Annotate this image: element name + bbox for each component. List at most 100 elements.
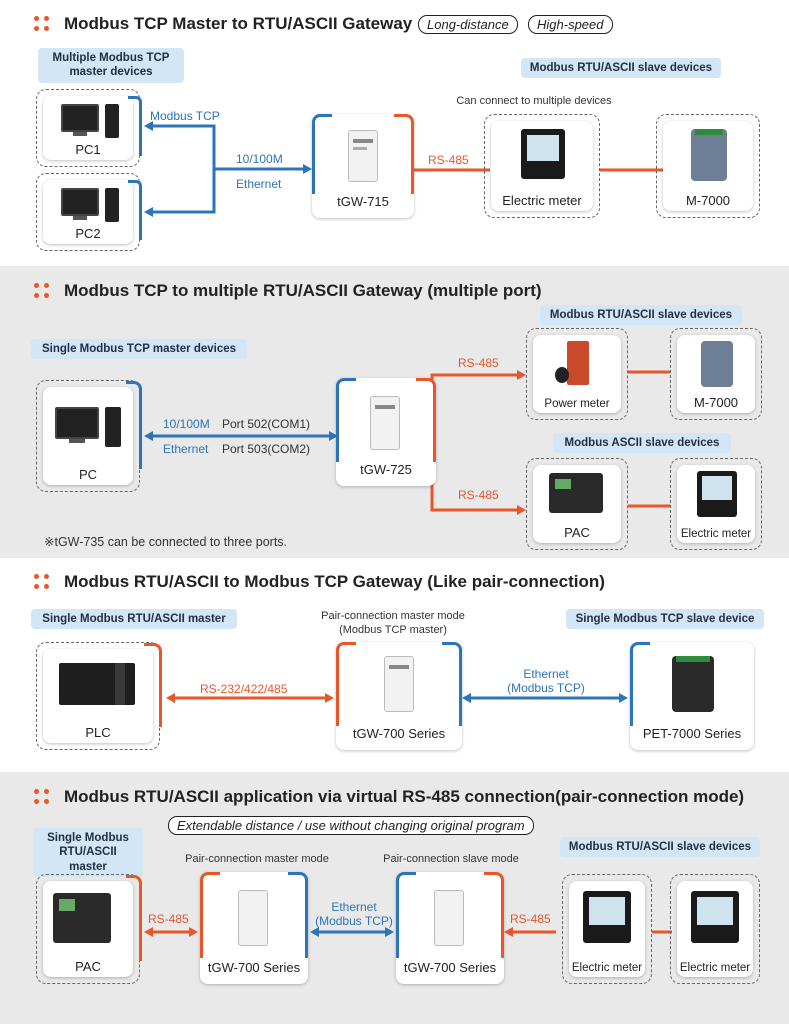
m7000-device: M-7000 [670,328,762,420]
pc2-label: PC2 [75,226,101,241]
m7000-label: M-7000 [693,395,739,410]
gateway-module-icon [348,130,378,182]
section-bullet-icon [34,789,50,805]
master-mode-note: Pair-connection master mode (Modbus TCP … [321,610,465,637]
ascii-slave-devices-tag: Modbus ASCII slave devices [553,433,731,454]
section-bullet-icon [34,574,50,590]
ethernet-speed-label: 10/100M [236,152,283,166]
m7000-device: M-7000 [656,114,760,218]
ethernet-label: Ethernet [331,900,377,914]
gateway-tgw715: tGW-715 [312,114,414,218]
gateway-label: tGW-715 [337,194,389,209]
modbus-tcp-label: Modbus TCP [150,109,220,123]
connection-lines [166,693,628,703]
pc1-label: PC1 [75,142,101,157]
gateway-label: tGW-700 Series [352,726,446,741]
pc-label: PC [78,467,98,482]
gateway-tgw725: tGW-725 [336,378,436,486]
slave-mode-note: Pair-connection slave mode [383,853,519,865]
pac-device: PAC [36,874,142,984]
rs-link-label: RS-232/422/485 [200,682,288,696]
electric-meter-label-1: Electric meter [571,962,643,974]
port-502-label: Port 502(COM1) [222,417,311,431]
section-title: Modbus RTU/ASCII to Modbus TCP Gateway (… [64,572,605,591]
rs485-label-1: RS-485 [458,356,499,370]
slave-devices-tag: Modbus RTU/ASCII slave devices [521,58,721,79]
gateway-module-icon [384,656,414,712]
electric-meter-label-2: Electric meter [679,962,751,974]
section-rtu-to-tcp-gateway: Modbus RTU/ASCII to Modbus TCP Gateway (… [0,558,789,772]
pet7000-label: PET-7000 Series [642,726,742,741]
controller-icon [53,893,111,943]
pc-device: PC [36,380,142,492]
port-503-label: Port 503(COM2) [222,442,311,456]
modbus-tcp-label: (Modbus TCP) [507,681,585,695]
pac-device: PAC [526,458,628,550]
section-multiple-port-gateway: Modbus TCP to multiple RTU/ASCII Gateway… [0,266,789,558]
connection-lines [144,927,672,937]
master-tag: Single Modbus RTU/ASCII master [33,828,143,878]
meter-icon [697,471,737,517]
multi-device-note: Can connect to multiple devices [456,95,612,107]
gateway-slave-label: tGW-700 Series [403,960,497,975]
section-title: Modbus TCP Master to RTU/ASCII Gateway [64,14,413,33]
ethernet-label: Ethernet [236,177,282,191]
badge-extendable-distance: Extendable distance / use without changi… [168,816,534,835]
section-tcp-master-gateway: Modbus TCP Master to RTU/ASCII Gateway L… [0,0,789,266]
master-mode-note: Pair-connection master mode [185,853,329,865]
slave-tag: Modbus RTU/ASCII slave devices [560,837,760,858]
electric-meter-label: Electric meter [680,528,752,540]
master-devices-tag: Single Modbus TCP master devices [31,339,247,360]
gateway-module-icon [434,890,464,946]
pac-label: PAC [75,959,101,974]
slave-tag: Single Modbus TCP slave device [566,609,764,630]
meter-icon [521,129,565,179]
master-devices-tag: Multiple Modbus TCP master devices [38,48,184,83]
plc-label: PLC [85,725,111,740]
section-bullet-icon [34,16,50,32]
meter-icon [691,891,739,943]
ethernet-links [144,121,664,217]
gateway-slave: tGW-700 Series [396,872,504,984]
gateway-module-icon [238,890,268,946]
gateway-module-icon [370,396,400,450]
section-bullet-icon [34,283,50,299]
master-tag: Single Modbus RTU/ASCII master [31,609,237,630]
section-title: Modbus RTU/ASCII application via virtual… [64,787,745,806]
plc-icon [59,663,135,705]
power-meter-icon [555,341,595,387]
pet7000-device: PET-7000 Series [630,642,754,750]
ethernet-speed-label: 10/100M [163,417,210,431]
footnote: ※tGW-735 can be connected to three ports… [44,535,288,549]
io-module-icon [701,341,733,387]
gateway-master-label: tGW-700 Series [207,960,301,975]
meter-icon [583,891,631,943]
pac-label: PAC [564,525,590,540]
io-module-icon [691,129,727,181]
plc-device: PLC [36,642,162,750]
power-meter-label: Power meter [544,398,610,410]
slave-devices-tag: Modbus RTU/ASCII slave devices [540,305,742,326]
modbus-tcp-label: (Modbus TCP) [315,914,393,928]
rs485-label-2: RS-485 [510,912,551,926]
badge-high-speed: High-speed [528,15,613,34]
section-title: Modbus TCP to multiple RTU/ASCII Gateway… [64,281,542,300]
rs485-label-2: RS-485 [458,488,499,502]
badge-long-distance: Long-distance [418,15,518,34]
io-module-icon [672,656,714,712]
rs485-label-1: RS-485 [148,912,189,926]
rs485-label: RS-485 [428,153,469,167]
ethernet-label: Ethernet [523,667,569,681]
ethernet-label: Ethernet [163,442,209,456]
gateway-tgw700: tGW-700 Series [336,642,462,750]
electric-meter-label: Electric meter [502,193,582,208]
gateway-master: tGW-700 Series [200,872,308,984]
power-meter-device: Power meter [526,328,628,420]
gateway-label: tGW-725 [360,462,412,477]
m7000-label: M-7000 [685,193,731,208]
electric-meter-device-2: Electric meter [670,874,760,984]
pc2-device: PC2 [36,173,142,251]
pc1-device: PC1 [36,89,142,167]
section-virtual-rs485: Modbus RTU/ASCII application via virtual… [0,772,789,1024]
electric-meter-device-1: Electric meter [562,874,652,984]
